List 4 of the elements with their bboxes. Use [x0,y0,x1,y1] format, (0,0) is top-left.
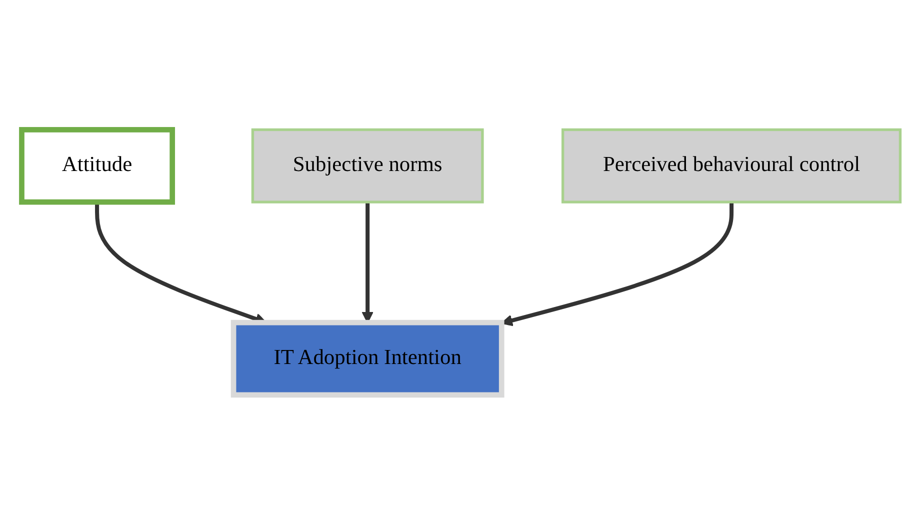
node-box: IT Adoption Intention [230,320,504,398]
node-box: Attitude [19,127,176,205]
node-box: Subjective norms [251,128,484,204]
node-box: Perceived behavioural control [562,128,902,204]
